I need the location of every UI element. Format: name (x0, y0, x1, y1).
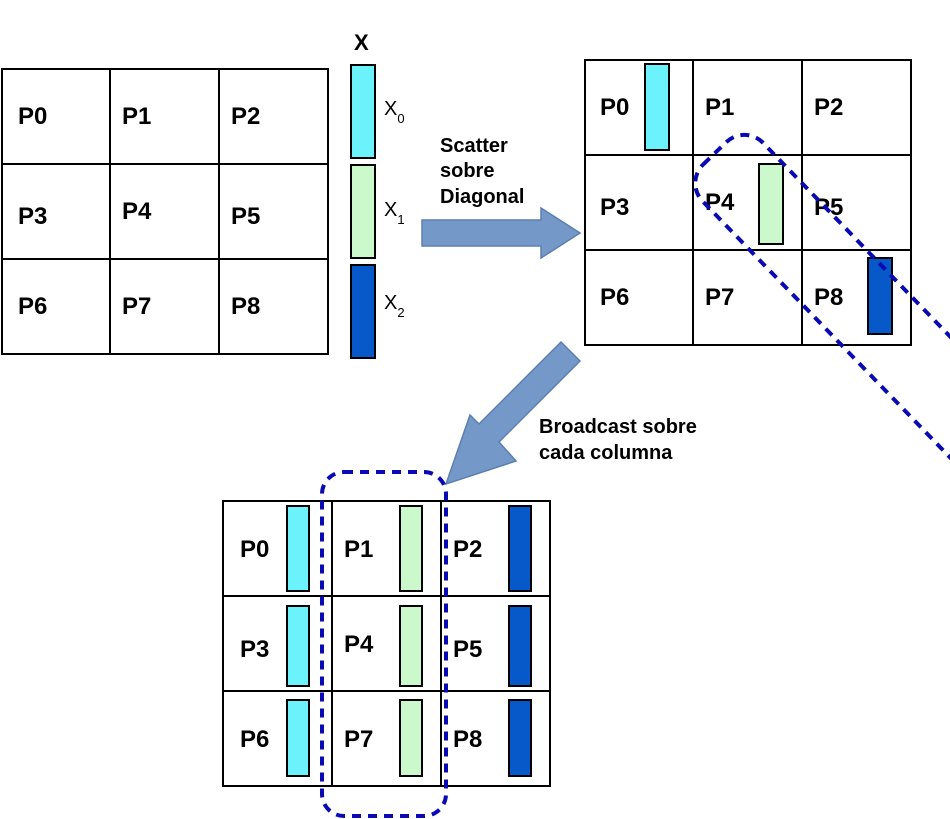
cell-p2: P2 (814, 94, 843, 121)
cell-p7: P7 (705, 284, 734, 311)
cell-p6: P6 (18, 293, 47, 320)
cell-p3: P3 (600, 194, 629, 221)
diagonal-outline (693, 132, 950, 505)
block-x2 (867, 257, 893, 335)
scatter-arrow (421, 206, 582, 260)
cell-p3: P3 (18, 203, 47, 230)
cell-p8: P8 (814, 284, 843, 311)
cell-p2: P2 (231, 103, 260, 130)
grid-border (1, 68, 329, 355)
block-x0 (286, 605, 310, 687)
scatter-result-grid: P0 P1 P2 P3 P4 P5 P6 P7 P8 (584, 59, 950, 505)
cell-p8: P8 (231, 293, 260, 320)
scatter-caption-line-3: Diagonal (440, 186, 524, 208)
vector-block-x1 (350, 164, 376, 259)
cell-p2: P2 (453, 536, 482, 563)
cell-p0: P0 (18, 103, 47, 130)
cell-p0: P0 (600, 94, 629, 121)
cell-p1: P1 (344, 536, 373, 563)
cell-p4: P4 (122, 198, 152, 225)
block-x0 (644, 63, 670, 151)
cell-p4: P4 (344, 631, 374, 658)
broadcast-caption-line-1: Broadcast sobre (539, 416, 697, 438)
cell-p0: P0 (240, 536, 269, 563)
block-x1 (758, 163, 784, 245)
vector-x: X X0 X1 X2 (350, 30, 405, 359)
grid-border (222, 500, 551, 787)
scatter-caption-line-2: sobre (440, 160, 494, 182)
cell-p8: P8 (453, 726, 482, 753)
block-x2 (508, 605, 532, 687)
cell-p5: P5 (453, 636, 482, 663)
cell-p1: P1 (122, 103, 151, 130)
block-x1 (399, 699, 423, 777)
column-outline (320, 470, 448, 818)
block-x0 (286, 505, 310, 592)
cell-p4: P4 (705, 189, 735, 216)
vector-block-x2 (350, 264, 376, 359)
cell-p5: P5 (231, 203, 260, 230)
broadcast-arrow (444, 340, 582, 486)
cell-p6: P6 (600, 284, 629, 311)
vector-block-x0 (350, 64, 376, 159)
block-x1 (399, 505, 423, 592)
broadcast-caption-line-2: cada columna (539, 442, 673, 464)
block-x2 (508, 505, 532, 592)
vector-label-x1: X1 (384, 199, 405, 227)
cell-p3: P3 (240, 636, 269, 663)
broadcast-result-grid: P0 P1 P2 P3 P4 P5 P6 P7 P8 (222, 470, 551, 818)
initial-process-grid: P0 P1 P2 P3 P4 P5 P6 P7 P8 (1, 68, 329, 355)
block-x1 (399, 605, 423, 687)
block-x2 (508, 699, 532, 777)
cell-p7: P7 (122, 293, 151, 320)
cell-p6: P6 (240, 726, 269, 753)
cell-p1: P1 (705, 94, 734, 121)
cell-p7: P7 (344, 726, 373, 753)
vector-title: X (354, 30, 369, 55)
grid-border (584, 59, 912, 346)
block-x0 (286, 699, 310, 777)
vector-label-x0: X0 (384, 98, 405, 126)
vector-label-x2: X2 (384, 292, 405, 320)
scatter-caption-line-1: Scatter (440, 135, 508, 157)
